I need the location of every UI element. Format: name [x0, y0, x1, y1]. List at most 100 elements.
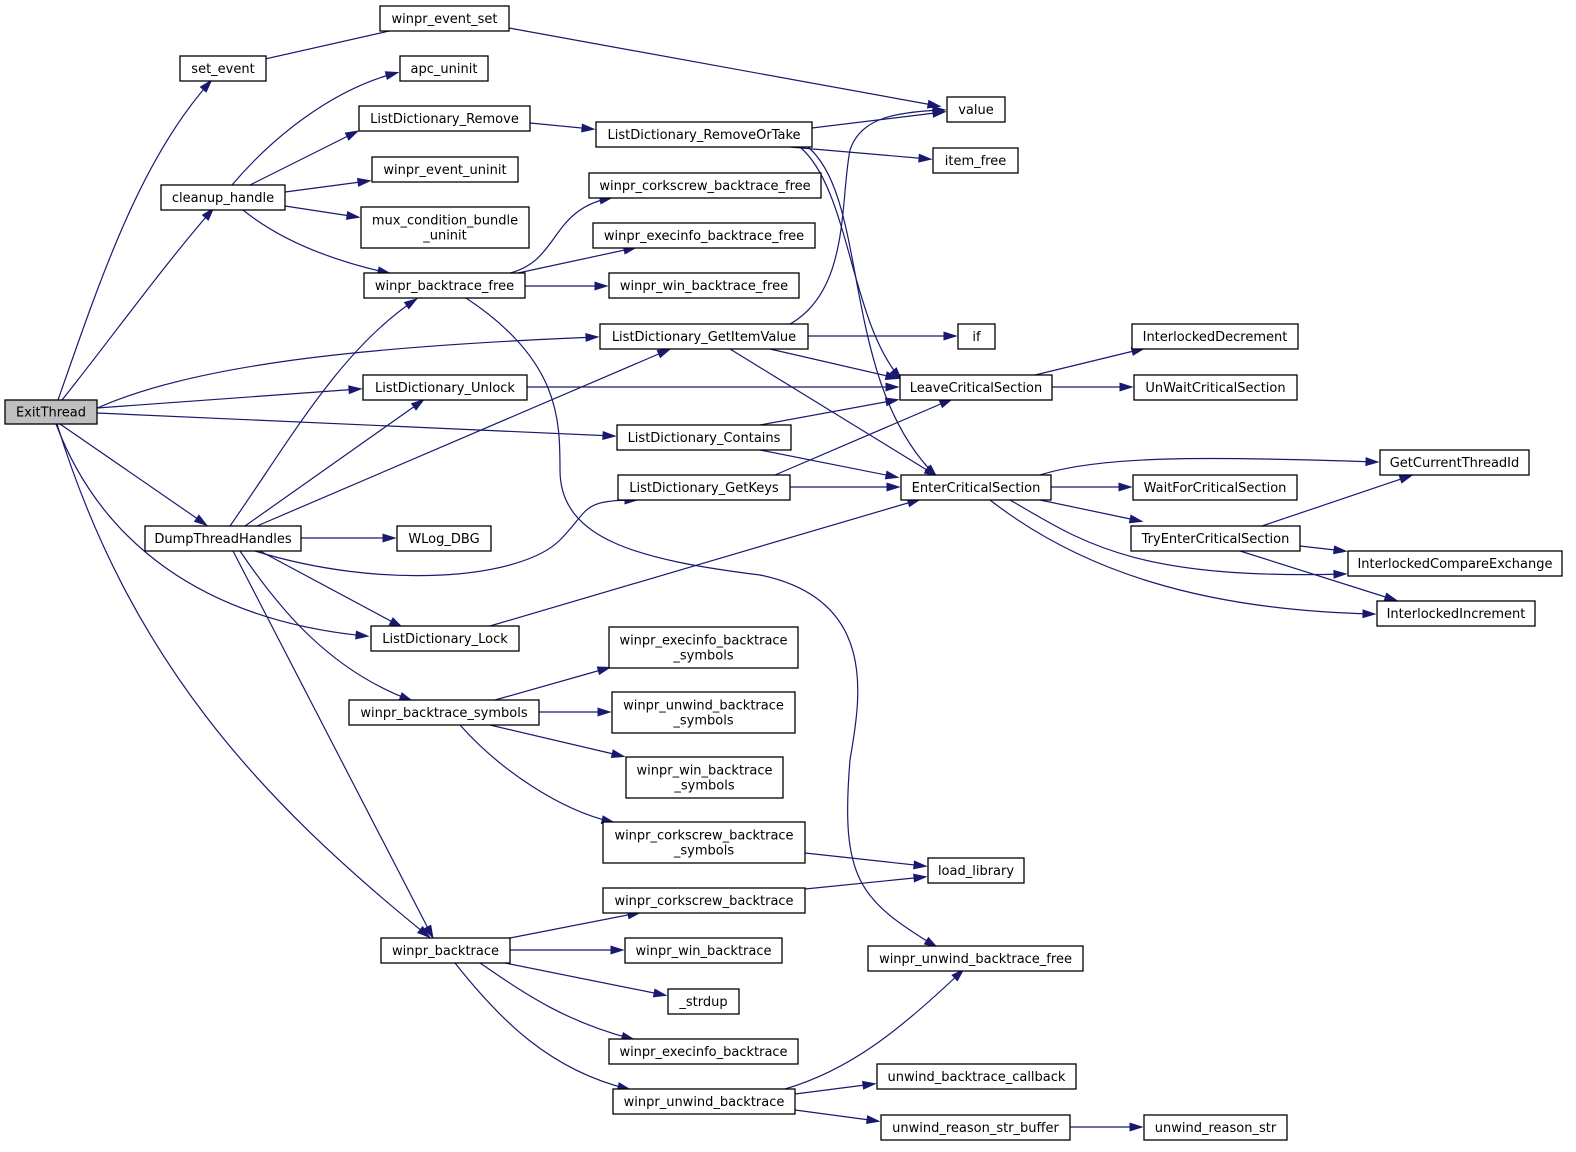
edge-line: [55, 423, 367, 637]
node-exitthread[interactable]: ExitThread: [4, 399, 98, 425]
node-ld-getitemvalue[interactable]: ListDictionary_GetItemValue: [599, 323, 809, 350]
node-corkscrew-bt[interactable]: winpr_corkscrew_backtrace: [602, 887, 806, 914]
arrowhead-icon: [384, 71, 400, 80]
node-unwaitcs[interactable]: UnWaitCriticalSection: [1133, 374, 1298, 401]
node-win-bt-free[interactable]: winpr_win_backtrace_free: [608, 272, 800, 299]
edge-entercs-to-getcurrentthreadid: [1039, 457, 1380, 476]
edge-line: [284, 180, 369, 193]
node-tryentercs[interactable]: TryEnterCriticalSection: [1130, 525, 1301, 552]
node-box: [379, 5, 510, 32]
edge-line: [789, 146, 930, 160]
node-unwind-bt[interactable]: winpr_unwind_backtrace: [612, 1088, 796, 1115]
node-box: [867, 945, 1084, 972]
node-box: [617, 474, 791, 501]
edge-dumpthreadhandles-to-ld_unlock: [244, 398, 425, 527]
arrowhead-icon: [355, 630, 370, 640]
edge-line: [789, 109, 944, 325]
node-label: ListDictionary_Unlock: [375, 381, 515, 396]
node-if[interactable]: if: [957, 323, 996, 350]
edge-line: [1009, 499, 1345, 576]
node-label: ListDictionary_Lock: [382, 632, 508, 647]
edge-exitthread-to-set_event: [57, 79, 213, 401]
edge-ld_getitemvalue-to-if: [808, 331, 958, 341]
node-ld-unlock[interactable]: ListDictionary_Unlock: [362, 374, 528, 401]
node-bt-free[interactable]: winpr_backtrace_free: [363, 272, 526, 299]
node-box: [179, 55, 267, 82]
node-label: load_library: [938, 864, 1014, 879]
node-cleanup-handle[interactable]: cleanup_handle: [160, 184, 286, 211]
node-label: unwind_reason_str: [1155, 1121, 1277, 1136]
node-dumpthreadhandles[interactable]: DumpThreadHandles: [144, 525, 302, 552]
node-box: [608, 626, 799, 669]
node-interlockeddecrement[interactable]: InterlockedDecrement: [1131, 323, 1299, 350]
node-entercs[interactable]: EnterCriticalSection: [900, 474, 1052, 501]
edge-line: [804, 876, 925, 890]
arrowhead-icon: [585, 332, 600, 342]
node-label: LeaveCriticalSection: [910, 381, 1042, 396]
arrowhead-icon: [1383, 592, 1399, 602]
node-box: [616, 424, 792, 451]
arrowhead-icon: [344, 130, 360, 141]
node-load-library[interactable]: load_library: [927, 857, 1025, 884]
edge-ld_getkeys-to-entercs: [790, 482, 901, 492]
node-execinfo-bt-free[interactable]: winpr_execinfo_backtrace_free: [592, 222, 816, 249]
node-winpr-event-set[interactable]: winpr_event_set: [379, 5, 510, 32]
node-value[interactable]: value: [946, 96, 1006, 123]
node-ld-remove[interactable]: ListDictionary_Remove: [358, 105, 531, 132]
edge-line: [231, 72, 397, 186]
node-unwind-reason-str-buffer[interactable]: unwind_reason_str_buffer: [880, 1114, 1071, 1141]
node-getcurrentthreadid[interactable]: GetCurrentThreadId: [1379, 449, 1530, 476]
arrowhead-icon: [1129, 1122, 1144, 1132]
node-mux-uninit[interactable]: mux_condition_bundle_uninit: [360, 206, 530, 249]
edge-exitthread-to-ld_contains: [96, 412, 617, 441]
edge-line: [242, 209, 389, 274]
arrowhead-icon: [913, 860, 928, 870]
node-wlog-dbg[interactable]: WLog_DBG: [396, 525, 492, 552]
node-interlockedincrement[interactable]: InterlockedIncrement: [1376, 600, 1536, 627]
node-box: [1132, 474, 1298, 501]
node-interlockedcmpxchg[interactable]: InterlockedCompareExchange: [1347, 550, 1563, 577]
node-unwind-bt-symbols[interactable]: winpr_unwind_backtrace_symbols: [611, 691, 796, 734]
node-box: [399, 55, 489, 82]
node-corkscrew-bt-free[interactable]: winpr_corkscrew_backtrace_free: [588, 172, 822, 199]
node-box: [611, 691, 796, 734]
arrowhead-icon: [403, 297, 419, 310]
node-ld-contains[interactable]: ListDictionary_Contains: [616, 424, 792, 451]
node-win-bt[interactable]: winpr_win_backtrace: [624, 937, 783, 964]
node-label: mux_condition_bundle: [372, 214, 518, 229]
edge-line: [61, 209, 213, 401]
arrowhead-icon: [862, 1080, 877, 1090]
node-bt-symbols[interactable]: winpr_backtrace_symbols: [348, 699, 540, 726]
arrowhead-icon: [423, 924, 434, 940]
node-set-event[interactable]: set_event: [179, 55, 267, 82]
node-winpr-event-uninit[interactable]: winpr_event_uninit: [371, 156, 519, 183]
edge-line: [489, 724, 623, 757]
node-label: winpr_corkscrew_backtrace_free: [599, 179, 810, 194]
arrowhead-icon: [602, 431, 617, 441]
node-ld-getkeys[interactable]: ListDictionary_GetKeys: [617, 474, 791, 501]
node-unwind-bt-free[interactable]: winpr_unwind_backtrace_free: [867, 945, 1084, 972]
node-label: apc_uninit: [411, 62, 478, 77]
node-corkscrew-bt-symbols[interactable]: winpr_corkscrew_backtrace_symbols: [602, 821, 806, 864]
arrowhead-icon: [884, 397, 900, 407]
edge-line: [989, 499, 1374, 615]
node-backtrace[interactable]: winpr_backtrace: [380, 937, 511, 964]
node-box: [932, 147, 1019, 174]
node-apc-uninit[interactable]: apc_uninit: [399, 55, 489, 82]
node-box: [348, 699, 540, 726]
node-execinfo-bt-symbols[interactable]: winpr_execinfo_backtrace_symbols: [608, 626, 799, 669]
node-execinfo-bt[interactable]: winpr_execinfo_backtrace: [608, 1038, 799, 1065]
node-label: ListDictionary_GetKeys: [629, 481, 779, 496]
node-unwind-reason-str[interactable]: unwind_reason_str: [1143, 1114, 1288, 1141]
node-item-free[interactable]: item_free: [932, 147, 1019, 174]
node-ld-removeortake[interactable]: ListDictionary_RemoveOrTake: [595, 121, 813, 148]
node-unwind-bt-callback[interactable]: unwind_backtrace_callback: [876, 1063, 1077, 1090]
node-label: winpr_win_backtrace: [635, 944, 771, 959]
node-strdup[interactable]: _strdup: [667, 988, 740, 1015]
node-leavecs[interactable]: LeaveCriticalSection: [899, 374, 1053, 401]
node-ld-lock[interactable]: ListDictionary_Lock: [370, 625, 520, 652]
edge-dumpthreadhandles-to-wlog_dbg: [301, 533, 397, 543]
node-win-bt-symbols[interactable]: winpr_win_backtrace_symbols: [625, 756, 784, 799]
arrowhead-icon: [594, 281, 609, 291]
node-waitforcs[interactable]: WaitForCriticalSection: [1132, 474, 1298, 501]
